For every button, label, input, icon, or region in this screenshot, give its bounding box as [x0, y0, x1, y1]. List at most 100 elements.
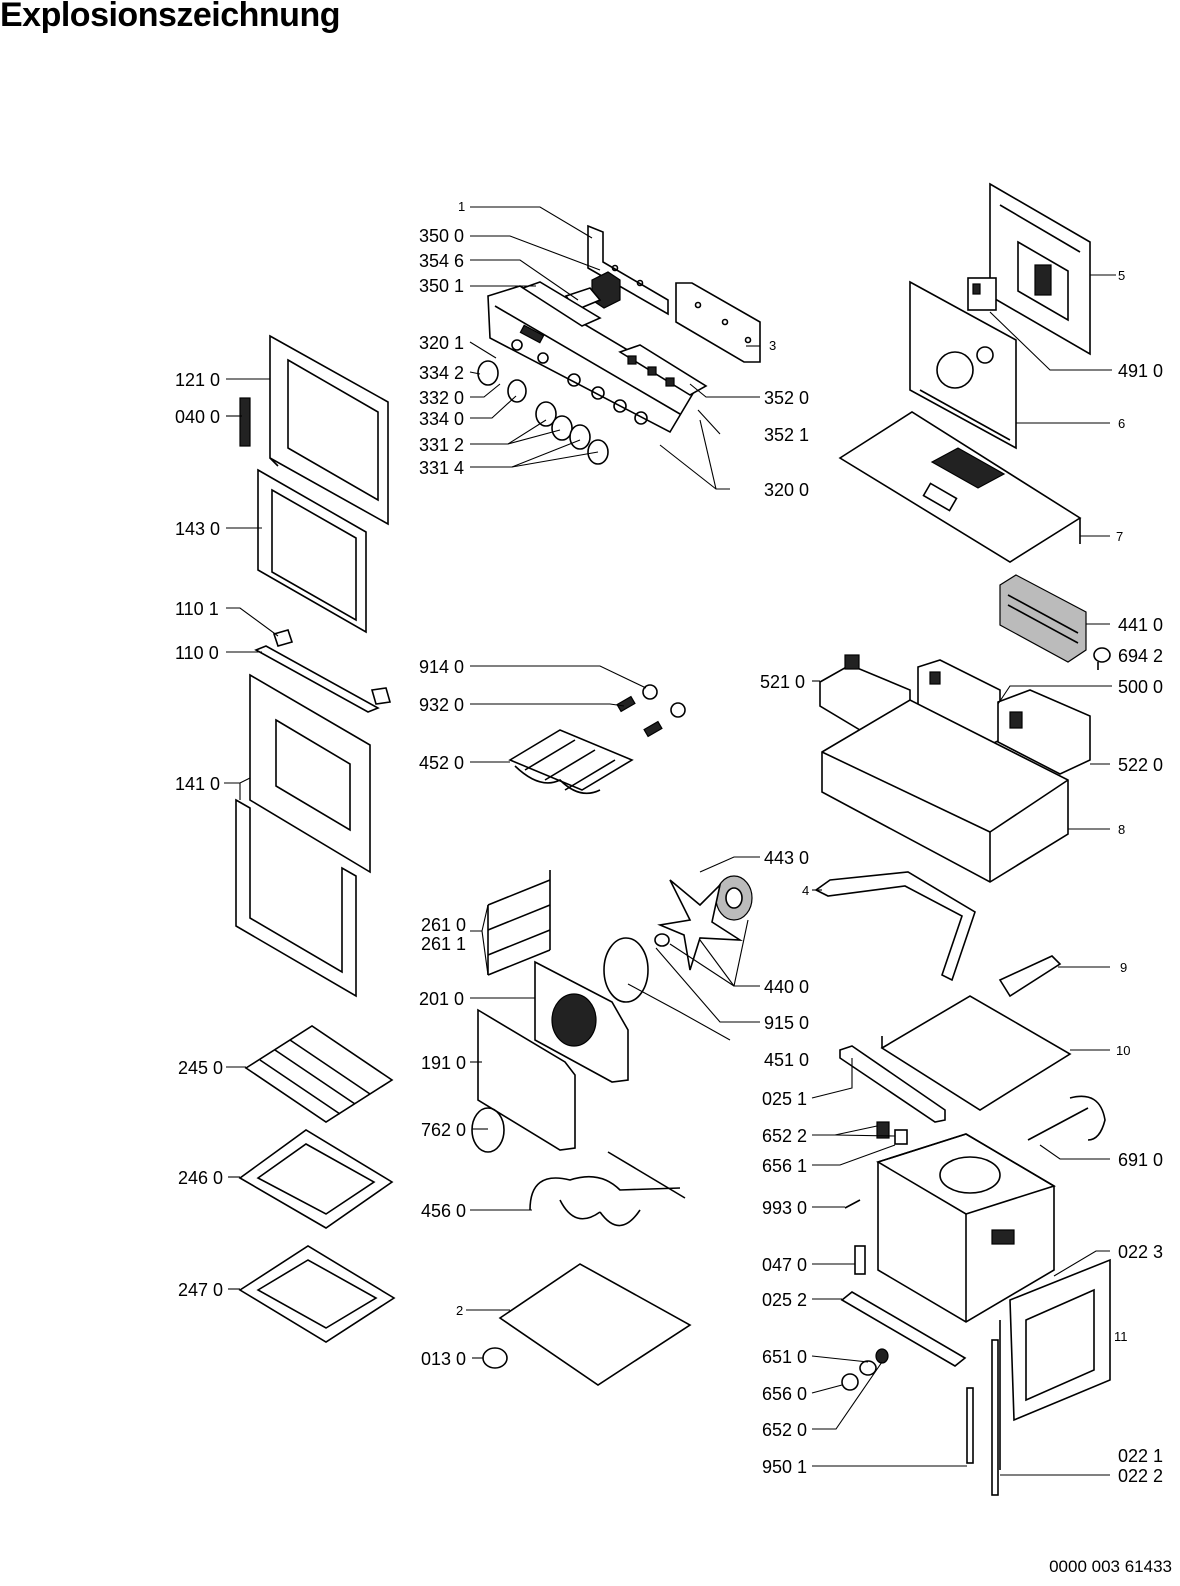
callout-261-0: 261 0	[421, 915, 466, 935]
screw-part	[844, 1199, 861, 1209]
callout-261-1: 261 1	[421, 934, 466, 954]
top-cover-part	[838, 411, 1082, 563]
front-frame-part	[999, 1258, 1111, 1470]
callout-332-0: 332 0	[419, 388, 464, 408]
temperature-sensor-part	[1027, 1095, 1106, 1141]
callout-201-0: 201 0	[419, 989, 464, 1009]
callout-950-1: 950 1	[762, 1457, 807, 1477]
callout-334-0: 334 0	[419, 409, 464, 429]
callout-040-0: 040 0	[175, 407, 220, 427]
callout-762-0: 762 0	[421, 1120, 466, 1140]
inner-door-part	[269, 334, 389, 526]
lamp-parts	[841, 1348, 889, 1391]
lamp-cover-part	[471, 1107, 505, 1153]
sensor-part	[1093, 647, 1111, 670]
callout-6: 6	[1118, 416, 1125, 431]
side-rack-part	[487, 870, 551, 976]
callout-500-0: 500 0	[1118, 677, 1163, 697]
callout-7: 7	[1116, 529, 1123, 544]
oven-seal-part	[477, 1008, 576, 1151]
callout-9: 9	[1120, 960, 1127, 975]
callout-141-0: 141 0	[175, 774, 220, 794]
callout-331-4: 331 4	[419, 458, 464, 478]
callout-047-0: 047 0	[762, 1255, 807, 1275]
callout-1: 1	[458, 199, 465, 214]
terminal-block-part	[967, 277, 997, 311]
callout-350-0: 350 0	[419, 226, 464, 246]
top-plate-part	[880, 995, 1072, 1111]
callout-452-0: 452 0	[419, 753, 464, 773]
callout-694-2: 694 2	[1118, 646, 1163, 666]
side-rail-part	[839, 1045, 946, 1123]
callout-993-0: 993 0	[762, 1198, 807, 1218]
callout-334-2: 334 2	[419, 363, 464, 383]
callout-521-0: 521 0	[760, 672, 805, 692]
grid-shelf-part	[244, 1025, 394, 1123]
callout-456-0: 456 0	[421, 1201, 466, 1221]
callout-labels: 1 350 0 354 6 350 1 3 5 320 1 334 2 332 …	[175, 199, 1163, 1486]
callout-121-0: 121 0	[175, 370, 220, 390]
callout-10: 10	[1116, 1043, 1130, 1058]
page-title: Explosionszeichnung	[0, 0, 340, 34]
callout-013-0: 013 0	[421, 1349, 466, 1369]
callout-932-0: 932 0	[419, 695, 464, 715]
outer-door-part	[249, 673, 371, 874]
callout-143-0: 143 0	[175, 519, 220, 539]
callout-491-0: 491 0	[1118, 361, 1163, 381]
callout-022-2: 022 2	[1118, 1466, 1163, 1486]
grill-heater-part	[508, 729, 634, 795]
callout-025-2: 025 2	[762, 1290, 807, 1310]
latch-part	[854, 1245, 866, 1275]
callout-440-0: 440 0	[764, 977, 809, 997]
callout-354-6: 354 6	[419, 251, 464, 271]
lamp-socket-part	[876, 1121, 908, 1145]
frame-bar-part	[814, 871, 976, 982]
switch-module-part	[997, 689, 1091, 775]
callout-8: 8	[1118, 822, 1125, 837]
callout-331-2: 331 2	[419, 435, 464, 455]
callout-441-0: 441 0	[1118, 615, 1163, 635]
callout-352-0: 352 0	[764, 388, 809, 408]
callout-191-0: 191 0	[421, 1053, 466, 1073]
bracket-part-3	[675, 282, 761, 363]
oven-cavity-part	[876, 1133, 1056, 1323]
callout-5: 5	[1118, 268, 1125, 283]
tangential-fan-part	[999, 574, 1087, 663]
flat-tray-part	[238, 1245, 396, 1343]
callout-110-0: 110 0	[175, 643, 219, 663]
callout-522-0: 522 0	[1118, 755, 1163, 775]
rear-wall-part	[534, 960, 629, 1083]
bottom-heater-part	[529, 1151, 686, 1227]
callout-652-2: 652 2	[762, 1126, 807, 1146]
fan-ring-part	[603, 933, 670, 1003]
trim-parts	[254, 629, 392, 713]
leader-lines	[224, 206, 1116, 1476]
callout-4: 4	[802, 883, 809, 898]
callout-656-0: 656 0	[762, 1384, 807, 1404]
fan-wheel-part	[657, 879, 743, 971]
callout-691-0: 691 0	[1118, 1150, 1163, 1170]
back-cover-part	[989, 182, 1091, 356]
callout-2: 2	[456, 1303, 463, 1318]
display-module-part	[521, 271, 621, 327]
hinge-part	[239, 397, 251, 447]
callout-247-0: 247 0	[178, 1280, 223, 1300]
callout-651-0: 651 0	[762, 1347, 807, 1367]
callout-025-1: 025 1	[762, 1089, 807, 1109]
bottom-cover-part	[498, 1263, 692, 1386]
control-housing-part	[821, 699, 1069, 883]
callout-350-1: 350 1	[419, 276, 464, 296]
callout-320-1: 320 1	[419, 333, 464, 353]
control-panel-part	[487, 285, 697, 434]
door-glass-part	[257, 468, 367, 634]
callout-022-1: 022 1	[1118, 1446, 1163, 1466]
bracket-part-1	[587, 224, 669, 316]
callout-352-1: 352 1	[764, 425, 809, 445]
door-strips-part	[966, 1339, 999, 1496]
rear-panel-part	[909, 280, 1017, 450]
callout-022-3: 022 3	[1118, 1242, 1163, 1262]
callout-443-0: 443 0	[764, 848, 809, 868]
callout-245-0: 245 0	[178, 1058, 223, 1078]
callout-914-0: 914 0	[419, 657, 464, 677]
